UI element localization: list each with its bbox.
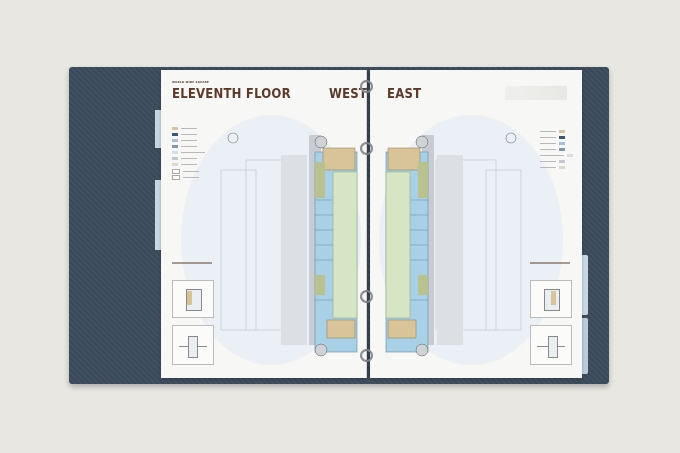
legend-swatch xyxy=(172,169,180,174)
legend-swatch xyxy=(172,139,178,142)
legend-swatch xyxy=(567,154,573,157)
section-thumbnail xyxy=(172,325,214,365)
watermark-title xyxy=(505,86,567,100)
building-outline xyxy=(485,169,522,331)
adjacent-tower xyxy=(281,155,307,345)
page-title: ELEVENTH FLOOR xyxy=(172,87,291,102)
legend-right xyxy=(540,130,575,190)
east-wing xyxy=(385,135,434,357)
legend-swatch xyxy=(172,145,178,148)
compass-icon xyxy=(227,132,239,144)
legend-swatch xyxy=(559,130,565,133)
building-outline xyxy=(435,159,497,331)
legend-swatch xyxy=(172,157,178,160)
adjacent-tower xyxy=(437,155,463,345)
legend-swatch xyxy=(172,163,178,166)
legend-swatch xyxy=(559,166,565,169)
spine-shadow xyxy=(366,70,371,378)
floor-plan xyxy=(181,115,563,365)
legend-swatch xyxy=(559,136,565,139)
room-tan xyxy=(322,147,356,171)
room-tan xyxy=(387,319,417,339)
core-olive xyxy=(418,275,428,295)
legend-swatch xyxy=(559,142,565,145)
binder-ring xyxy=(360,290,373,303)
legend-left xyxy=(172,127,212,197)
binder-ring xyxy=(360,349,373,362)
key-plan-heading xyxy=(530,262,570,264)
west-wing xyxy=(309,135,358,357)
legend-swatch xyxy=(559,160,565,163)
legend-swatch xyxy=(172,127,178,130)
open-plan-area xyxy=(332,171,358,319)
index-tab[interactable] xyxy=(580,255,588,315)
east-label: EAST xyxy=(387,87,422,102)
compass-icon xyxy=(505,132,517,144)
index-tab[interactable] xyxy=(155,110,163,148)
building-outline xyxy=(220,169,257,331)
legend-swatch xyxy=(559,148,565,151)
legend-swatch xyxy=(172,175,180,180)
room-tan xyxy=(387,147,421,171)
core-olive xyxy=(418,162,428,198)
binder-ring xyxy=(360,80,373,93)
key-plan-thumbnail xyxy=(172,280,214,318)
key-plan-thumbnail xyxy=(530,280,572,318)
open-plan-area xyxy=(385,171,411,319)
west-label: WEST xyxy=(329,87,368,102)
legend-swatch xyxy=(172,133,178,136)
binder-ring xyxy=(360,142,373,155)
page-kicker: WORLD WIDE SQUARE xyxy=(172,80,210,84)
key-plan-heading xyxy=(172,262,212,264)
room-tan xyxy=(326,319,356,339)
index-tab[interactable] xyxy=(155,180,163,250)
section-thumbnail xyxy=(530,325,572,365)
index-tab[interactable] xyxy=(580,318,588,374)
core-olive xyxy=(315,275,325,295)
core-olive xyxy=(315,162,325,198)
legend-swatch xyxy=(172,151,178,154)
